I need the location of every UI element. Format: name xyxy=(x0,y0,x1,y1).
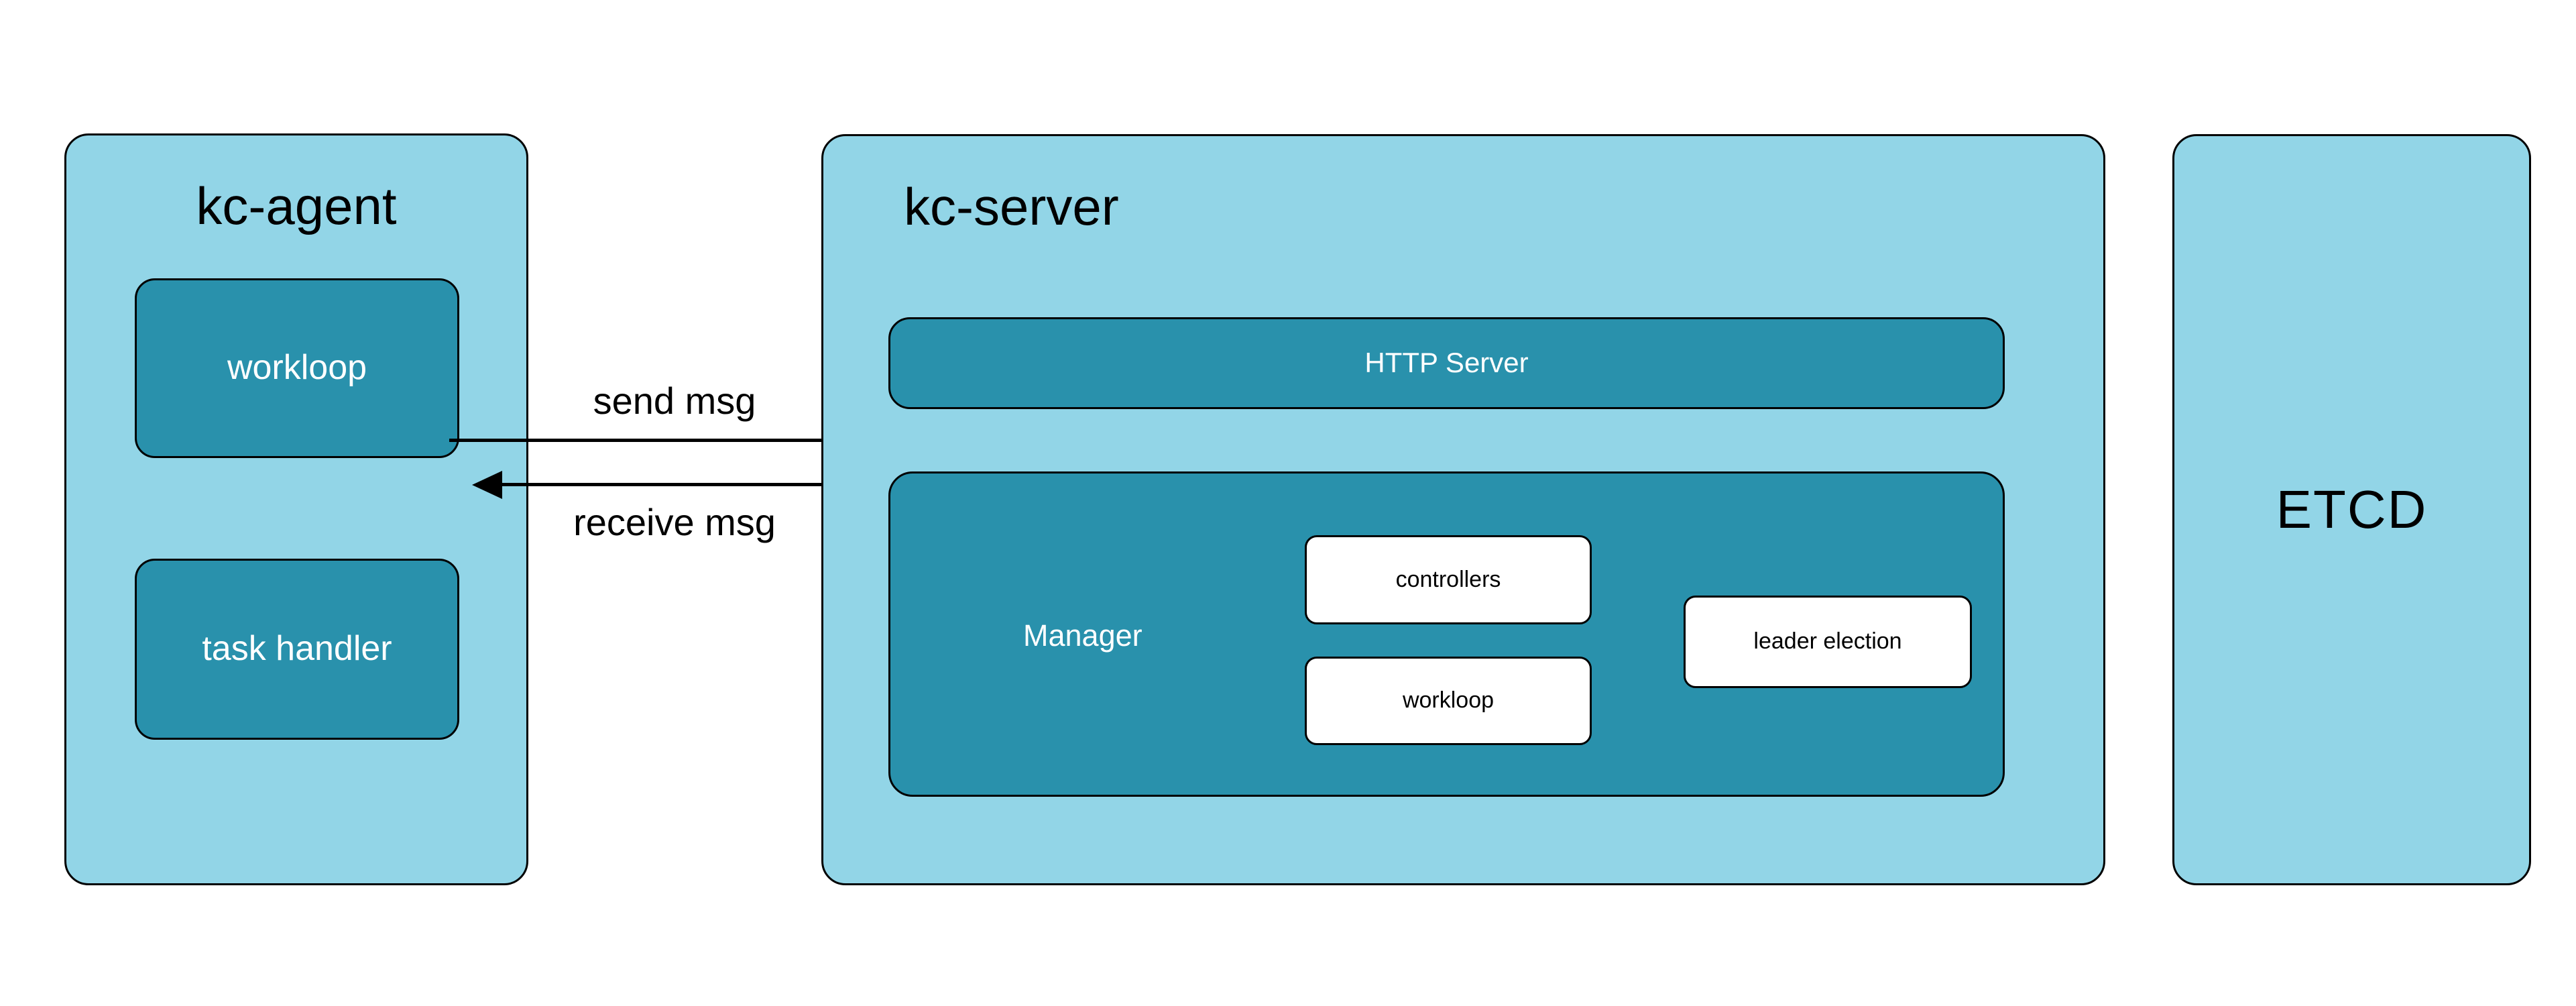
etcd-title: ETCD xyxy=(2276,480,2428,539)
kc-server-container: kc-server HTTP Server Manager controller… xyxy=(821,134,2105,885)
task-handler-node: task handler xyxy=(135,559,459,740)
controllers-node: controllers xyxy=(1305,535,1592,624)
manager-label: Manager xyxy=(1023,618,1143,653)
kc-server-title: kc-server xyxy=(904,177,1119,236)
server-workloop-label: workloop xyxy=(1402,687,1495,714)
send-msg-label: send msg xyxy=(593,380,756,422)
receive-arrowhead-icon xyxy=(472,471,502,499)
agent-workloop-node: workloop xyxy=(135,278,459,458)
server-workloop-node: workloop xyxy=(1305,657,1592,745)
leader-election-node: leader election xyxy=(1684,596,1972,688)
controllers-label: controllers xyxy=(1395,566,1501,592)
kc-agent-container: kc-agent workloop task handler xyxy=(64,133,528,885)
agent-workloop-label: workloop xyxy=(227,348,367,388)
leader-election-label: leader election xyxy=(1753,628,1902,655)
send-arrow-line xyxy=(449,439,838,442)
kc-agent-title: kc-agent xyxy=(196,176,397,235)
manager-node: Manager controllers workloop leader elec… xyxy=(888,471,2005,797)
receive-arrow-line xyxy=(502,483,874,486)
receive-msg-label: receive msg xyxy=(573,501,776,543)
etcd-container: ETCD xyxy=(2172,134,2531,885)
task-handler-label: task handler xyxy=(202,629,392,669)
http-server-label: HTTP Server xyxy=(1364,347,1529,379)
http-server-node: HTTP Server xyxy=(888,317,2005,409)
